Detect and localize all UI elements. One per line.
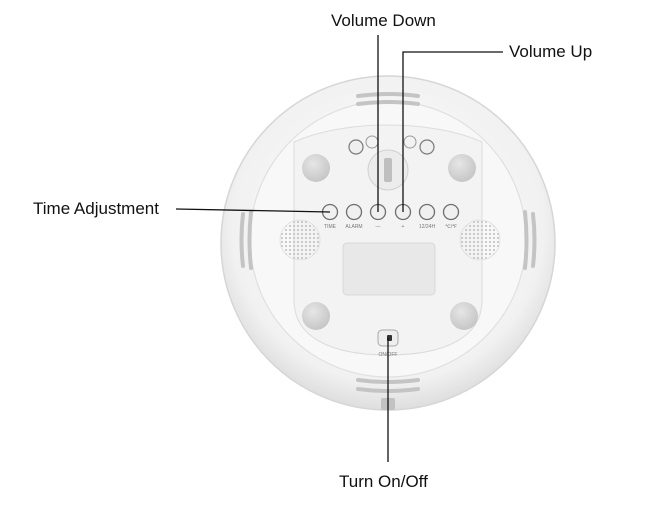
temp-unit-button[interactable] xyxy=(442,203,460,221)
alarm-button-label: ALARM xyxy=(345,224,362,230)
time-button-label: TIME xyxy=(324,224,337,230)
callout-volume-up: Volume Up xyxy=(509,42,593,61)
volume-up-leader xyxy=(402,51,503,212)
top-control-left[interactable] xyxy=(348,139,364,155)
top-control-right[interactable] xyxy=(419,139,435,155)
callout-turn-on-off: Turn On/Off xyxy=(339,472,428,491)
12-24h-label: 12/24H xyxy=(419,224,436,230)
speaker-grille-right xyxy=(459,219,501,261)
right-vent xyxy=(523,210,537,270)
top-vent xyxy=(356,92,420,106)
label-recess xyxy=(342,242,436,296)
snooze-icon-right xyxy=(403,135,417,149)
speaker-grille-left xyxy=(279,219,321,261)
volume-down-label: — xyxy=(376,224,381,230)
temp-unit-label: ℃/℉ xyxy=(445,224,457,230)
rubber-foot-bottom-left xyxy=(302,302,330,330)
callout-volume-down: Volume Down xyxy=(331,11,436,30)
rubber-foot-bottom-right xyxy=(450,302,478,330)
volume-up-label: + xyxy=(402,224,405,230)
alarm-button[interactable] xyxy=(345,203,363,221)
leader-lines xyxy=(175,35,503,462)
rubber-foot-top-right xyxy=(448,154,476,182)
left-vent xyxy=(239,210,253,270)
rubber-foot-top-left xyxy=(302,154,330,182)
callout-time-adjustment: Time Adjustment xyxy=(33,199,159,218)
time-adjustment-leader xyxy=(175,208,331,213)
12-24h-button[interactable] xyxy=(418,203,436,221)
battery-slot xyxy=(384,158,392,182)
